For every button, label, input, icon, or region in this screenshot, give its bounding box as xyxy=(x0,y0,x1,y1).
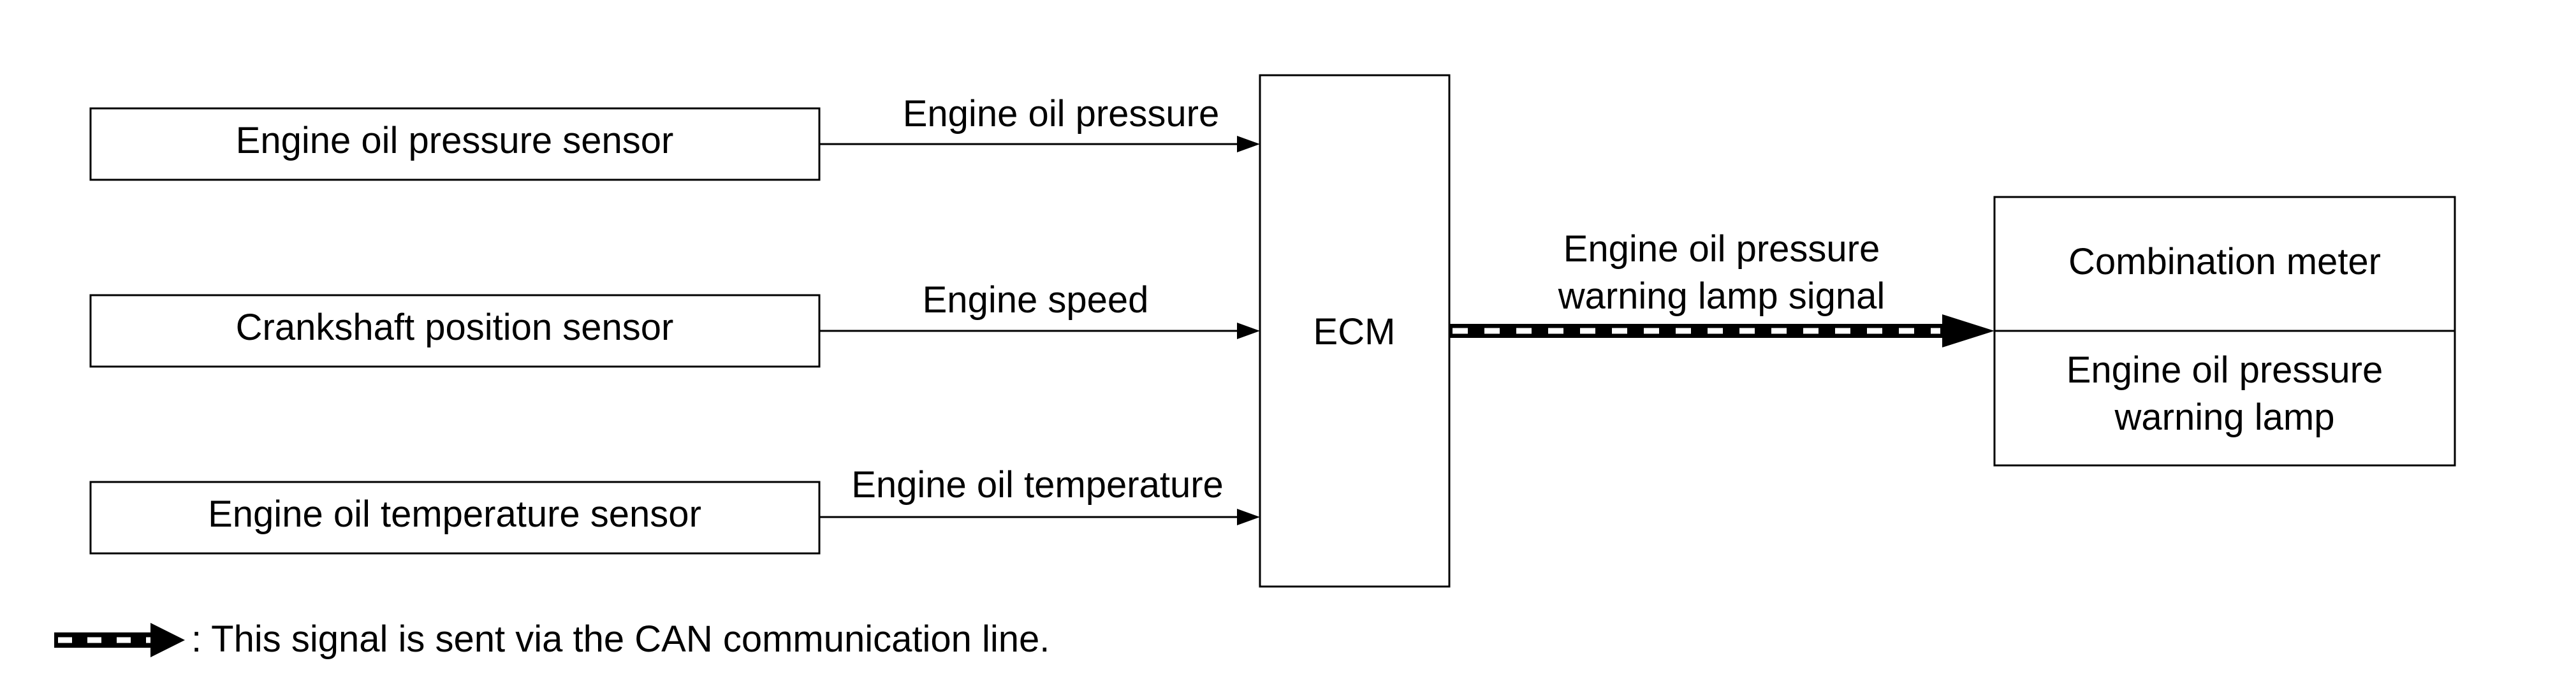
engine-oil-pressure-sensor-box xyxy=(89,107,821,181)
engine-oil-temperature-sensor-box xyxy=(89,481,821,555)
engine-oil-pressure-sensor-label: Engine oil pressure sensor xyxy=(236,120,674,161)
combination-meter-title: Combination meter xyxy=(2068,241,2381,282)
ecm-box xyxy=(1259,74,1451,588)
ecm-label: ECM xyxy=(1314,311,1396,353)
legend: : This signal is sent via the CAN commun… xyxy=(54,618,1050,660)
combination-meter-block: Combination meter Engine oil pressure wa… xyxy=(1993,196,2456,467)
engine-speed-arrowhead xyxy=(1237,323,1260,339)
engine-oil-temperature-sensor-block: Engine oil temperature sensor xyxy=(89,481,821,555)
engine-oil-temperature-signal: Engine oil temperature xyxy=(819,464,1260,525)
warning-lamp-label-line2: warning lamp xyxy=(2114,397,2335,438)
ecm-block: ECM xyxy=(1259,74,1451,588)
can-signal-label-line2: warning lamp signal xyxy=(1558,275,1885,317)
can-warning-lamp-signal: Engine oil pressure warning lamp signal xyxy=(1449,228,1994,347)
engine-speed-signal: Engine speed xyxy=(819,279,1260,339)
engine-oil-pressure-signal-label: Engine oil pressure xyxy=(903,93,1220,135)
engine-oil-temperature-sensor-label: Engine oil temperature sensor xyxy=(208,493,701,535)
crankshaft-position-sensor-box xyxy=(89,294,821,368)
crankshaft-position-sensor-block: Crankshaft position sensor xyxy=(89,294,821,368)
engine-oil-pressure-sensor-block: Engine oil pressure sensor xyxy=(89,107,821,181)
engine-oil-pressure-signal: Engine oil pressure xyxy=(819,93,1260,152)
can-signal-label-line1: Engine oil pressure xyxy=(1563,228,1880,270)
engine-oil-temperature-signal-label: Engine oil temperature xyxy=(851,464,1224,506)
legend-text: : This signal is sent via the CAN commun… xyxy=(191,618,1050,660)
crankshaft-position-sensor-label: Crankshaft position sensor xyxy=(236,307,674,348)
engine-speed-signal-label: Engine speed xyxy=(923,279,1149,321)
engine-oil-temperature-arrowhead xyxy=(1237,509,1260,525)
warning-lamp-label-line1: Engine oil pressure xyxy=(2067,349,2383,391)
engine-oil-pressure-arrowhead xyxy=(1237,136,1260,152)
can-arrowhead xyxy=(1942,314,1994,347)
can-line-legend-icon xyxy=(54,623,185,657)
can-line-body xyxy=(1449,324,1943,338)
